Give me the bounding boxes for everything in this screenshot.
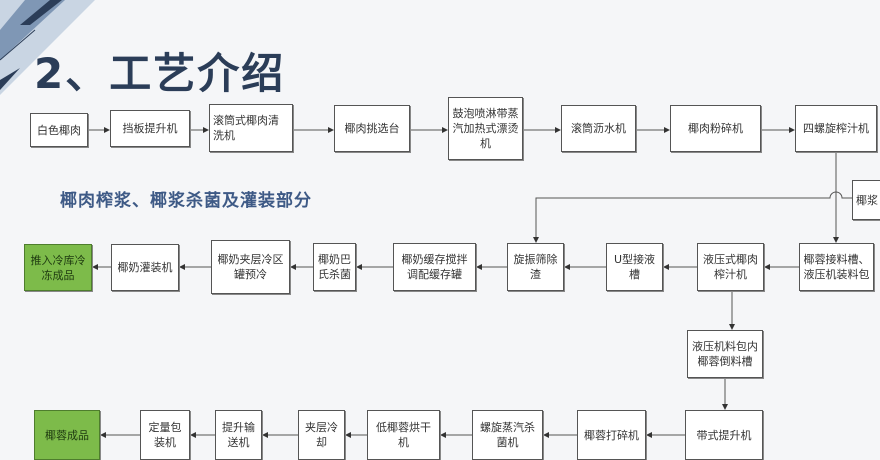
step-jacketed-precool: 椰奶夹层冷区罐预冷 (211, 240, 290, 294)
step-pasteurization: 椰奶巴氏杀菌 (313, 243, 356, 291)
step-dumping-trough: 液压机料包内椰蓉倒料槽 (687, 330, 763, 378)
step-cold-storage-product: 推入冷库冷冻成品 (24, 244, 92, 291)
step-four-screw-juicer: 四螺旋榨汁机 (795, 105, 877, 152)
step-jacketed-cooling: 夹层冷却 (298, 410, 345, 460)
step-sorting-table: 椰肉挑选台 (334, 105, 410, 152)
step-white-coconut-meat: 白色椰肉 (30, 113, 88, 147)
step-baffle-elevator: 挡板提升机 (110, 110, 190, 147)
step-drum-washer: 滚筒式椰肉清洗机 (209, 104, 293, 152)
step-vibrating-sieve: 旋振筛除渣 (507, 243, 564, 291)
step-hydraulic-juicer: 液压式椰肉榨汁机 (697, 243, 764, 291)
step-blanching-machine: 鼓泡喷淋带蒸汽加热式漂烫机 (448, 97, 523, 160)
step-quantitative-packer: 定量包装机 (140, 410, 190, 460)
step-milk-filler: 椰奶灌装机 (111, 244, 179, 291)
step-u-trough: U型接液槽 (606, 243, 663, 291)
flow-arrows (88, 127, 852, 438)
step-coconut-crusher: 椰蓉打碎机 (577, 410, 646, 460)
section-subtitle: 椰肉榨浆、椰浆杀菌及灌装部分 (60, 191, 312, 211)
step-dryer: 低椰蓉烘干机 (367, 410, 440, 460)
page-title: 2、工艺介绍 (34, 49, 286, 98)
step-buffer-mixing-tank: 椰奶缓存搅拌调配缓存罐 (393, 243, 476, 291)
step-drum-drainer: 滚筒沥水机 (561, 105, 636, 152)
step-coconut-milk-partial: 椰浆 (852, 180, 880, 220)
step-receiving-trough: 椰蓉接料槽、液压机装料包 (799, 243, 874, 291)
step-meat-crusher: 椰肉粉碎机 (670, 105, 761, 152)
step-steam-sterilizer: 螺旋蒸汽杀菌机 (472, 410, 543, 460)
step-desiccated-coconut-product: 椰蓉成品 (34, 410, 100, 460)
step-belt-elevator: 带式提升机 (685, 410, 763, 460)
step-lift-conveyor: 提升输送机 (215, 410, 262, 460)
corner-decoration (0, 0, 95, 95)
